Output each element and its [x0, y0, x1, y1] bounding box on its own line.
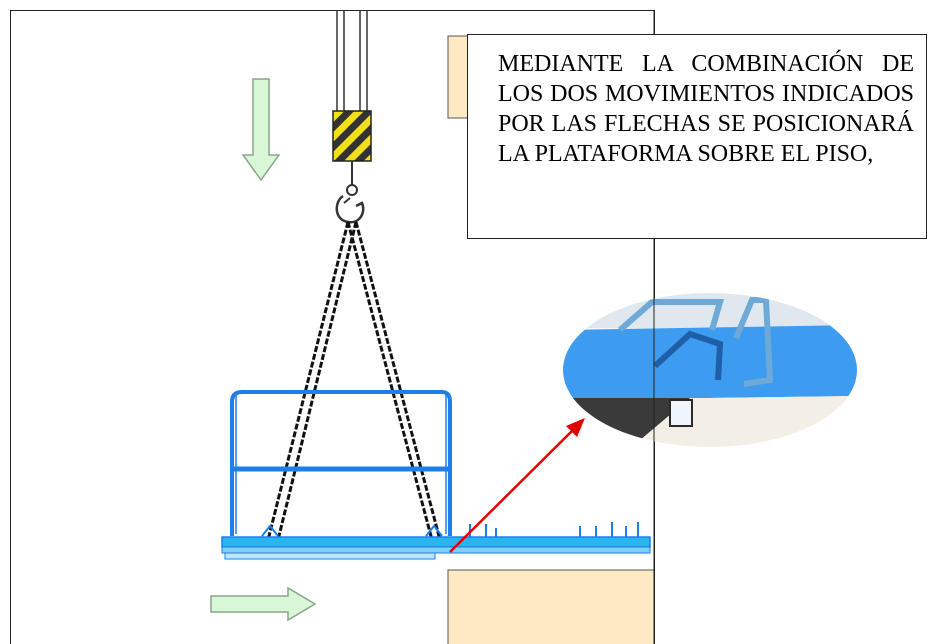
lower-slab [447, 569, 655, 644]
instruction-callout: MEDIANTE LA COMBINACIÓN DE LOS DOS MOVIM… [467, 34, 927, 239]
crane-cables [336, 10, 368, 111]
detail-pointer [449, 418, 585, 553]
platform-base [221, 522, 651, 560]
callout-text: MEDIANTE LA COMBINACIÓN DE LOS DOS MOVIM… [498, 51, 914, 167]
crane-hook-icon [332, 110, 372, 224]
slings [266, 221, 442, 541]
platform-railing [230, 390, 452, 536]
down-arrow-icon [241, 78, 281, 182]
right-arrow-icon [210, 586, 317, 622]
